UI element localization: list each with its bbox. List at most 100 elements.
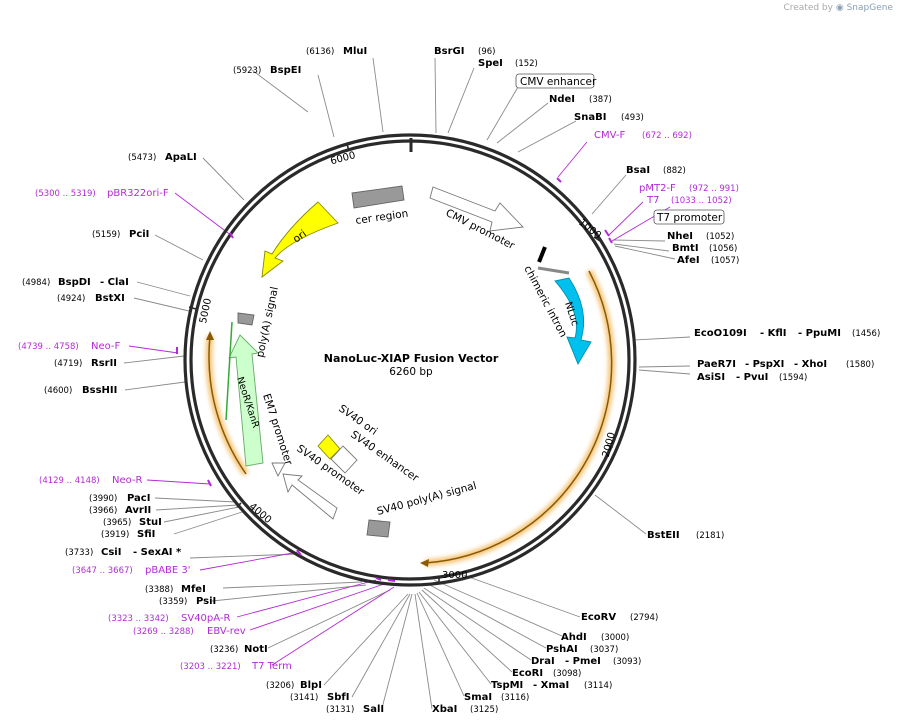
enzyme-pos: (3990) — [89, 494, 117, 504]
enzyme-name: PaeR7I — [697, 359, 736, 370]
primer-pos: (3323 .. 3342) — [108, 614, 169, 624]
enzyme-pos: (3131) — [326, 705, 354, 715]
tick-label-6000: 6000 — [329, 150, 356, 167]
enzyme-pos: (3037) — [590, 645, 618, 655]
enzyme-name: PciI — [129, 229, 149, 240]
primer-name: T7 Term — [251, 661, 292, 672]
enzyme-pos: (3114) — [584, 681, 612, 691]
enzyme-name: BsaI — [626, 165, 650, 176]
enzyme-pos: (1052) — [706, 232, 734, 242]
leader-lines — [123, 57, 691, 710]
enzyme-name: SbfI — [327, 692, 349, 703]
enzyme-pos: (4600) — [44, 386, 72, 396]
neor-inner-line — [225, 321, 233, 421]
enzyme-name: BspEI — [270, 65, 301, 76]
enzyme-pos: (3206) — [266, 681, 294, 691]
primer-name: pBR322ori-F — [107, 188, 169, 199]
enzyme-name: AsiSI — [697, 372, 725, 383]
enzyme-pos: (5473) — [128, 153, 156, 163]
cer-region-box — [351, 185, 405, 209]
primer-pos: (4739 .. 4758) — [18, 342, 79, 352]
backbone-outer — [183, 133, 637, 587]
enzyme-name: AfeI — [677, 255, 700, 266]
enzyme-name: AvrII — [125, 505, 151, 516]
enzyme-name: SalI — [363, 704, 384, 715]
enzyme-name: MfeI — [181, 584, 206, 595]
enzyme-pos: (3098) — [553, 669, 581, 679]
enzyme-name: NdeI — [549, 94, 575, 105]
enzyme-name: TspMI — [491, 680, 523, 691]
watermark-brand: SnapGene — [846, 3, 893, 13]
polya-box — [237, 312, 255, 326]
enzyme-name: - PmeI — [565, 656, 601, 667]
enzyme-pos: (3236) — [210, 645, 238, 655]
enzyme-pos: (1456) — [852, 329, 880, 339]
sv40-enhancer-box — [330, 445, 358, 474]
enzyme-name: - PpuMI — [798, 328, 841, 339]
label-cmv-enhancer: CMV enhancer — [520, 76, 597, 88]
enzyme-name: SmaI — [464, 692, 492, 703]
primer-name: EBV-rev — [207, 626, 246, 637]
enzyme-pos: (493) — [621, 113, 644, 123]
tick-label-3000: 3000 — [442, 570, 467, 581]
enzyme-pos: (1056) — [709, 244, 737, 254]
tick-label-1000: 1000 — [576, 217, 603, 241]
enzyme-pos: (3116) — [501, 693, 529, 703]
enzyme-pos: (3733) — [65, 548, 93, 558]
em7-promoter-arrow — [271, 462, 286, 478]
label-sv40-polya: SV40 poly(A) signal — [376, 480, 478, 518]
primer-pos: (1033 .. 1052) — [671, 196, 732, 206]
enzyme-pos: (1580) — [846, 360, 874, 370]
enzyme-name: MluI — [343, 46, 367, 57]
enzyme-name: PacI — [127, 493, 150, 504]
enzyme-name: EcoRV — [581, 612, 616, 623]
label-cer-region: cer region — [355, 208, 409, 227]
enzyme-name: - PvuI — [736, 372, 768, 383]
enzyme-name: SfiI — [137, 529, 155, 540]
enzyme-name: DraI — [531, 656, 555, 667]
enzyme-pos: (3965) — [103, 518, 131, 528]
watermark: Created by ◉ SnapGene — [783, 3, 893, 13]
enzyme-pos: (1057) — [711, 256, 739, 266]
enzyme-pos: (2794) — [630, 613, 658, 623]
enzyme-pos: (152) — [515, 59, 538, 69]
enzyme-name: - XmaI — [533, 680, 569, 691]
primer-leaders — [128, 141, 671, 666]
nluc-arrow — [554, 277, 592, 366]
enzyme-name: SpeI — [478, 58, 503, 69]
label-sv40-enhancer: SV40 enhancer — [348, 429, 421, 485]
enzyme-name: CsiI — [101, 547, 121, 558]
primer-name: Neo-R — [112, 475, 143, 486]
enzyme-pos: (4719) — [54, 359, 82, 369]
enzyme-name: XbaI — [432, 704, 457, 715]
watermark-prefix: Created by — [783, 3, 833, 13]
sv40-promoter-arrow — [282, 473, 338, 520]
enzyme-name: BsrGI — [434, 46, 464, 57]
enzyme-pos: (2181) — [696, 531, 724, 541]
enzyme-name: EcoO109I — [694, 328, 747, 339]
enzyme-pos: (3388) — [145, 585, 173, 595]
primer-pos: (4129 .. 4148) — [39, 476, 100, 486]
primer-name: pMT2-F — [639, 183, 676, 194]
enzyme-pos: (4924) — [57, 294, 85, 304]
tick-marks — [188, 143, 614, 583]
primer-name: Neo-F — [91, 341, 121, 352]
intron-marker — [537, 246, 547, 263]
enzyme-pos: (3966) — [89, 506, 117, 516]
tick-label-5000: 5000 — [198, 297, 214, 324]
tick-label-4000: 4000 — [247, 501, 274, 526]
enzyme-pos: (3125) — [470, 705, 498, 715]
enzyme-pos: (3359) — [159, 597, 187, 607]
intron-small-bar — [537, 266, 570, 275]
enzyme-pos: (5923) — [233, 66, 261, 76]
primer-pos: (3203 .. 3221) — [180, 662, 241, 672]
enzyme-pos: (3141) — [290, 693, 318, 703]
cmv-enhancer-box — [515, 73, 595, 89]
label-chimeric-intron: chimeric intron — [521, 264, 569, 340]
primer-name: T7 — [646, 195, 659, 206]
enzyme-pos: (1594) — [779, 373, 807, 383]
enzyme-pos: (3000) — [601, 633, 629, 643]
enzyme-pos: (387) — [589, 95, 612, 105]
enzyme-name: EcoRI — [512, 668, 543, 679]
